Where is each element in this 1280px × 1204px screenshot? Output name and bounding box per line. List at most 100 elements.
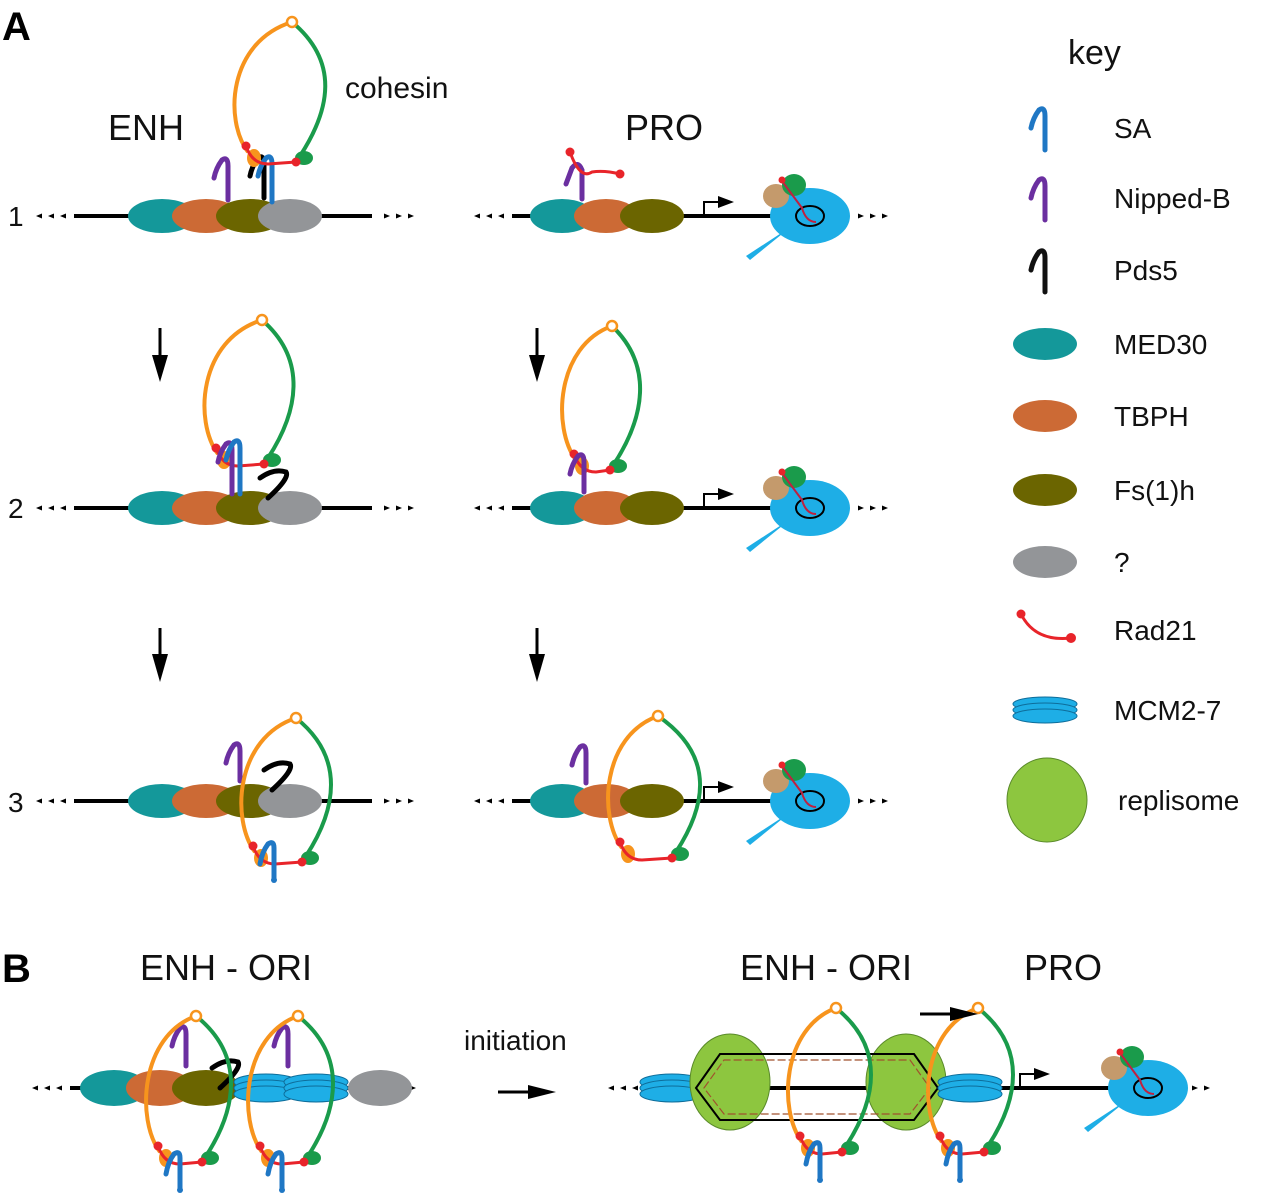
dna-right-tick [858, 798, 864, 804]
pds5-hook [261, 760, 294, 793]
mcm2-7 [283, 1073, 349, 1103]
step-1-label: 1 [8, 201, 24, 232]
dna-left-tick [486, 798, 492, 804]
pro-row-2 [474, 319, 888, 552]
nascent-rna [781, 180, 817, 223]
enh-row-2 [36, 313, 414, 525]
right-arrow-icon [498, 1085, 556, 1099]
nipped-b-hook [223, 741, 243, 784]
smc3-arm [294, 716, 333, 858]
dna-left-tick [498, 798, 504, 804]
med30-ellipse [530, 491, 594, 525]
key-item-nipped-b: Nipped-B [1028, 176, 1231, 223]
dna-right-tick [384, 798, 390, 804]
dna-left-tick [36, 505, 42, 511]
rad21-tip [1116, 1048, 1124, 1056]
pro-title: PRO [625, 107, 703, 148]
hinge [829, 1001, 843, 1015]
dna-right-tick [396, 798, 402, 804]
med30-ellipse [530, 784, 594, 818]
tan-factor [763, 184, 789, 208]
transcription-bubble [795, 497, 825, 519]
b-left-title: ENH - ORI [140, 947, 312, 988]
sa-hook-end [271, 877, 277, 883]
dna-left-tick [60, 798, 66, 804]
cohesin-ring [202, 313, 296, 469]
pol-ii [770, 480, 850, 536]
rad21-end [795, 1131, 805, 1141]
dna-left-tick [60, 505, 66, 511]
rad21-tip [778, 176, 786, 184]
tss-arrow-icon [703, 488, 734, 508]
med30-ellipse [530, 199, 594, 233]
dna-left-tick [36, 798, 42, 804]
tss-line [703, 786, 724, 801]
smc3-arm [976, 1006, 1015, 1148]
tss-arrow-icon [703, 781, 734, 801]
tan-factor [1101, 1056, 1127, 1080]
down-arrow-icon [529, 328, 545, 382]
dna-right-tick [870, 798, 876, 804]
dna-left-tick [486, 213, 492, 219]
rad21-end [565, 147, 575, 157]
key-label: Pds5 [1114, 255, 1178, 286]
smc3-arm [610, 324, 643, 466]
rad21-end [259, 459, 269, 469]
hinge [285, 15, 299, 29]
dna-left-tick [474, 505, 480, 511]
rad21-end [153, 1141, 163, 1151]
key-arc-end [1066, 633, 1076, 643]
pro-row-1 [474, 147, 888, 260]
mcm2-7 [937, 1073, 1003, 1103]
key-item-tbph: TBPH [1013, 400, 1189, 432]
tss-head [1034, 1068, 1050, 1080]
fs1h-ellipse [172, 1070, 240, 1106]
pds5-hook [257, 468, 290, 501]
transcription-bubble [1133, 1077, 1163, 1099]
hinge [289, 711, 303, 725]
cohesin-ring [239, 711, 333, 867]
sa-hook [265, 1150, 285, 1193]
cohesin-label: cohesin [345, 72, 448, 105]
rad21-end [211, 443, 221, 453]
hinge [651, 709, 665, 723]
smc1-arm [560, 324, 613, 462]
key-title: key [1068, 34, 1121, 72]
hinge [291, 1009, 305, 1023]
dna-right-tick [858, 505, 864, 511]
smc1-arm [246, 1014, 299, 1154]
rad21-end [291, 157, 301, 167]
rad21-end [241, 141, 251, 151]
enh-row-3 [36, 711, 414, 883]
down-arrow-icon [152, 328, 168, 382]
key-ellipse-icon [1013, 546, 1077, 578]
smc1-arm [232, 20, 293, 154]
sa-hook-end [817, 1177, 823, 1183]
sa-hook [255, 154, 275, 205]
hinge [605, 319, 619, 333]
tbph-ellipse [574, 199, 638, 233]
dna-left-tick [486, 505, 492, 511]
nascent-rna [781, 472, 817, 515]
enh-title: ENH [108, 107, 184, 148]
down-arrow-icon [152, 628, 168, 682]
sa-hook [163, 1150, 183, 1193]
unknown-factor-ellipse [258, 784, 322, 818]
fs1h-ellipse [620, 491, 684, 525]
tss-arrow-icon [703, 196, 734, 216]
hinge [255, 313, 269, 327]
key-hook-icon [1028, 176, 1048, 223]
nipped-b-hook [569, 743, 589, 786]
rna-polymerase-complex [746, 466, 850, 552]
dna-right-tick [384, 213, 390, 219]
cohesin-ring [232, 15, 328, 167]
tss-line [703, 201, 724, 216]
sa-hook [803, 1140, 823, 1183]
cohesin-ring [606, 709, 702, 863]
tss-head [718, 196, 734, 208]
key-item-rad21: Rad21 [1016, 609, 1197, 646]
dna-left-tick [48, 505, 54, 511]
transcription-bubble [795, 790, 825, 812]
key-arc-icon [1019, 613, 1072, 640]
